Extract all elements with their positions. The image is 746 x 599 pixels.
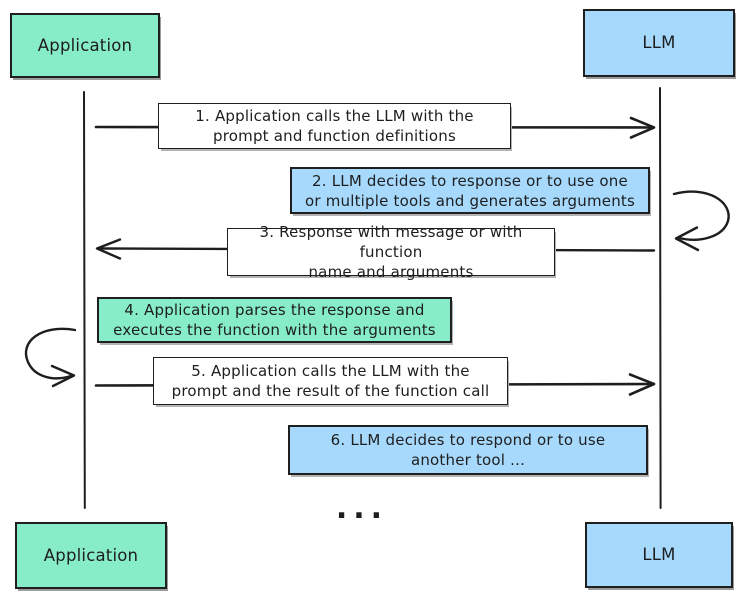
actor-application-top: Application [10,13,160,78]
self-loop-application [24,327,77,388]
message-step-3: 3. Response with message or with functio… [227,223,555,281]
llm-lifeline [659,87,662,509]
self-loop-llm [672,190,730,252]
actor-llm-bottom: LLM [585,522,733,588]
actor-application-bottom: Application [15,522,167,589]
actor-llm-top: LLM [583,9,735,77]
continuation-ellipsis: ... [335,491,389,526]
message-step-2: 2. LLM decides to response or to use one… [290,167,650,214]
message-step-6: 6. LLM decides to respond or to use anot… [288,425,648,475]
message-step-4: 4. Application parses the response and e… [97,297,452,343]
message-step-5: 5. Application calls the LLM with the pr… [153,357,508,405]
application-lifeline [83,91,86,509]
message-step-1: 1. Application calls the LLM with the pr… [158,103,511,149]
